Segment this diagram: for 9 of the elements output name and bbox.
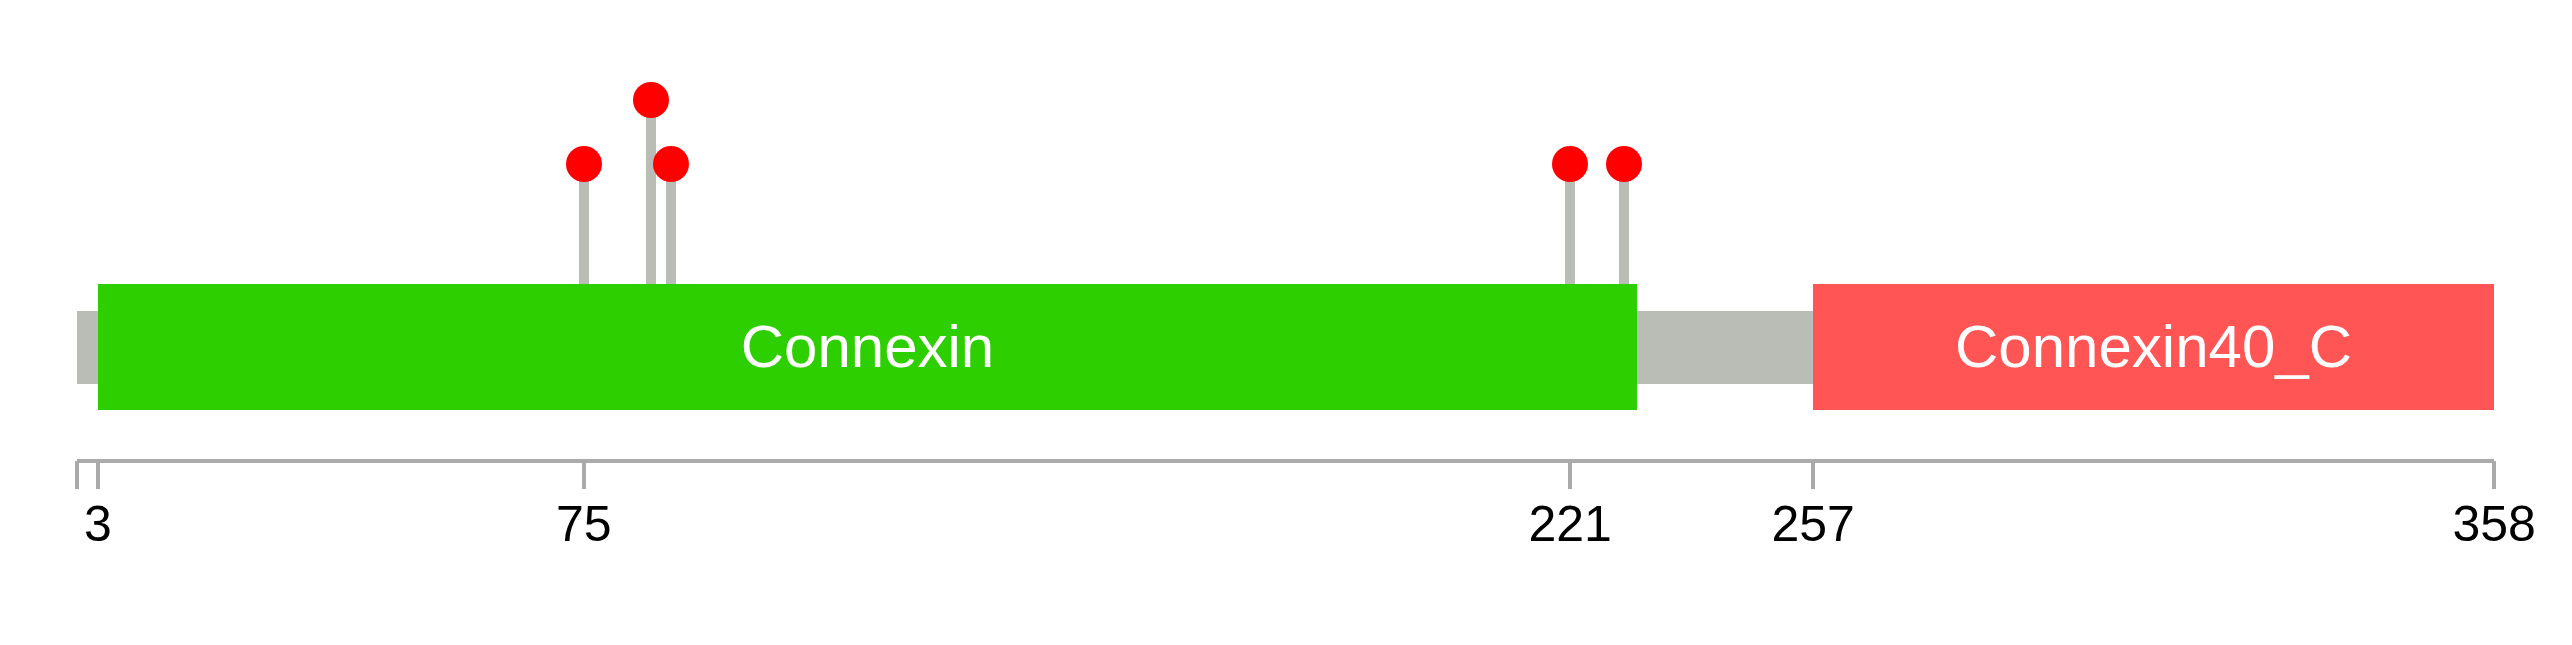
domain-box [98,284,1637,410]
tick-label: 75 [556,497,612,552]
tick-label: 257 [1771,497,1855,552]
tick-label: 221 [1528,497,1612,552]
domain-label: Connexin [740,314,995,380]
domain-label: Connexin40_C [1955,314,2352,380]
domain-box [1813,284,2494,410]
tick-label: 358 [2452,497,2536,552]
tick-label: 3 [84,497,112,552]
